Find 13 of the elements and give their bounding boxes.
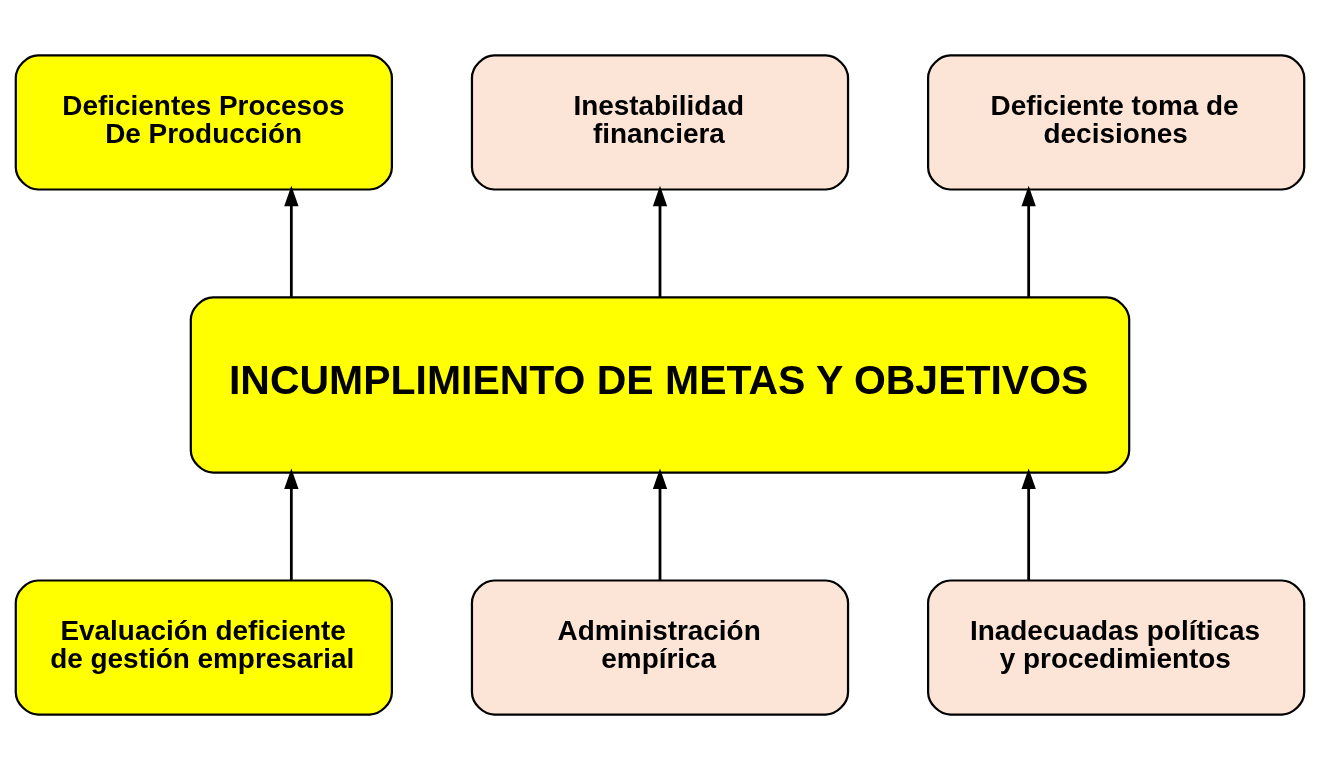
arrow [284, 185, 299, 297]
arrow [284, 467, 299, 580]
node-box: Inestabilidad financiera [470, 53, 850, 191]
node-box: Deficientes Procesos De Producción [14, 53, 393, 191]
node-box: Evaluación deficiente de gestión empresarial [14, 578, 393, 716]
node-box: Administración empírica [470, 578, 850, 716]
arrow [1021, 185, 1036, 297]
node-box: INCUMPLIMIENTO DE METAS Y OBJETIVOS [189, 295, 1131, 474]
node-box: Inadecuadas políticas y procedimientos [927, 578, 1306, 716]
arrow [652, 185, 668, 297]
arrow [1021, 467, 1036, 580]
arrow [652, 467, 668, 580]
node-box: Deficiente toma de decisiones [927, 53, 1306, 191]
